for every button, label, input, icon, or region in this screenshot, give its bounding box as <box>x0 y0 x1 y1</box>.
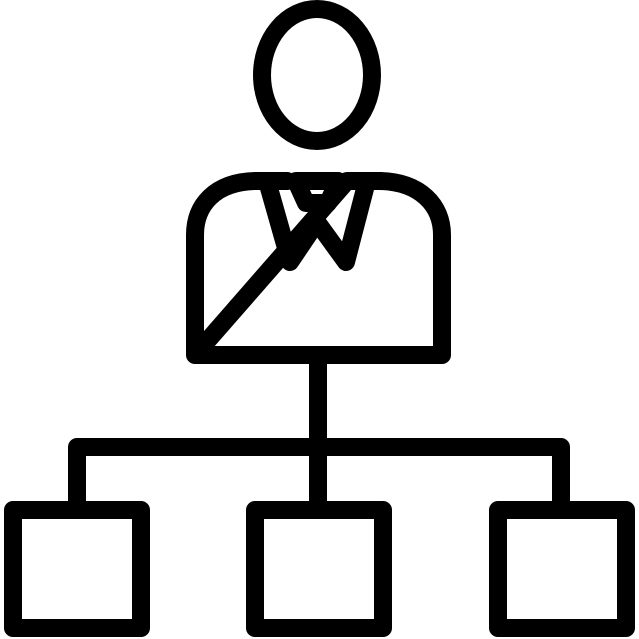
child-box-right <box>489 501 635 637</box>
person-collar-left <box>258 172 326 271</box>
child-box-center <box>246 501 392 637</box>
person-head <box>253 0 381 150</box>
connector-branch <box>68 438 570 519</box>
person-torso <box>186 172 451 364</box>
child-box-left <box>4 501 150 637</box>
person-collar-right <box>308 172 376 271</box>
person-tie-knot <box>287 172 347 212</box>
